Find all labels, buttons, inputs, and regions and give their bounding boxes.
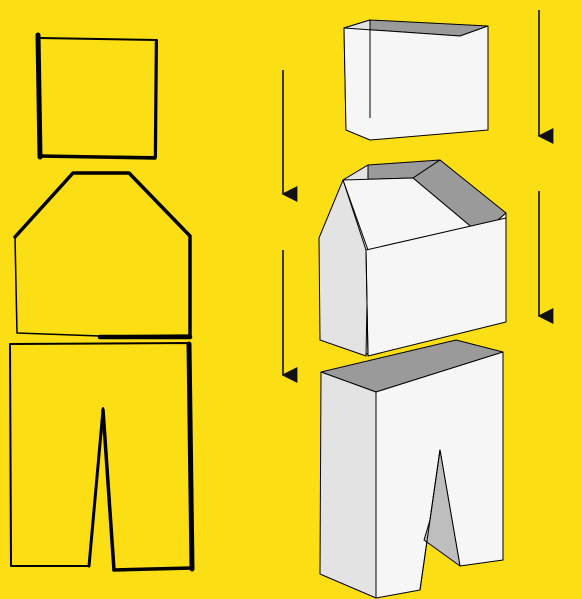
head-front-face — [344, 26, 488, 140]
model-head-block — [344, 20, 488, 140]
model-figure — [319, 20, 506, 598]
legs-left-face — [320, 372, 376, 598]
model-legs-block — [320, 340, 503, 598]
